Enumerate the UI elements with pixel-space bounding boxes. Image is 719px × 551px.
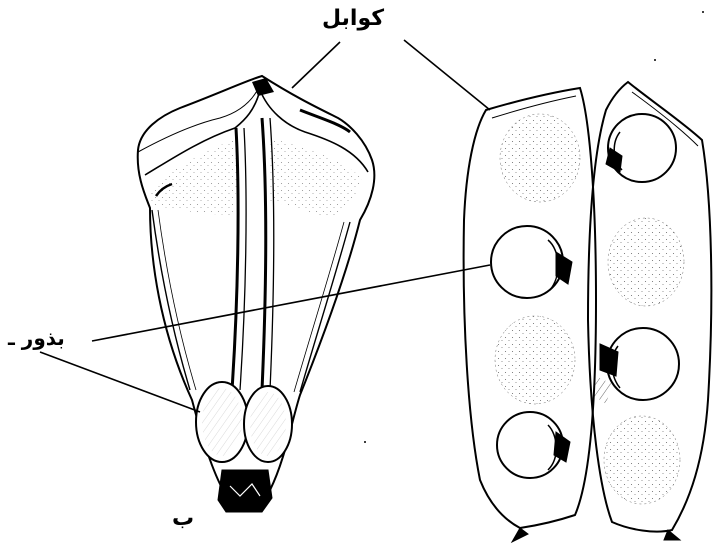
label-panel-b: ب [172,506,194,531]
open-pod [464,82,712,542]
label-carpels: كوابل [322,6,384,31]
leader-carpels-left [292,42,340,88]
scan-speck [654,59,656,61]
scan-speck [702,11,704,13]
label-seeds: بذور ـ [8,326,65,350]
stalk-right [262,118,266,390]
pod-seed-4 [607,328,679,400]
leader-carpels-right [404,40,490,110]
scan-speck [364,441,366,443]
pod-seed-2 [497,412,563,478]
pod-seed-3 [608,114,676,182]
leader-seeds-pod [92,265,490,341]
